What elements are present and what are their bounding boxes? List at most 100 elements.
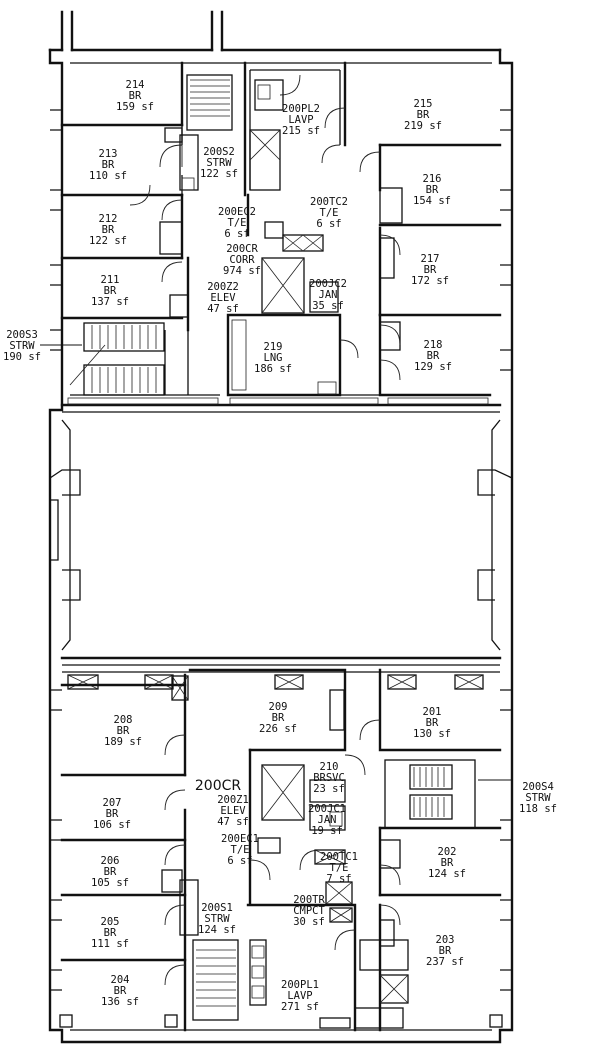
- room-label-line: 23 sf: [313, 783, 345, 795]
- room-label-line: BR: [106, 808, 119, 820]
- room-label-line: 159 sf: [116, 101, 154, 113]
- room-label-line: BRSVC: [313, 772, 345, 784]
- room-label-line: 110 sf: [89, 170, 127, 182]
- room-label-line: 974 sf: [223, 265, 261, 277]
- room-label-line: 201: [423, 706, 442, 718]
- room-label-line: 47 sf: [217, 816, 249, 828]
- room-label-line: 200EC1: [221, 833, 259, 845]
- room-label-line: BR: [104, 285, 117, 297]
- room-label-line: BR: [441, 857, 454, 869]
- door-swings: [129, 74, 401, 986]
- leader-lines: [40, 344, 512, 781]
- room-label-line: 7 sf: [326, 873, 351, 885]
- room-label-line: 47 sf: [207, 303, 239, 315]
- room-label-line: 218: [424, 339, 443, 351]
- room-label-line: 189 sf: [104, 736, 142, 748]
- room-label-line: 122 sf: [89, 235, 127, 247]
- room-label-line: ELEV: [210, 292, 236, 304]
- room-label-line: 200JC1: [308, 803, 346, 815]
- room-label-line: 219 sf: [404, 120, 442, 132]
- room-label-line: 215 sf: [282, 125, 320, 137]
- room-label-line: ELEV: [220, 805, 246, 817]
- room-label-line: LNG: [264, 352, 283, 364]
- room-label-line: 30 sf: [293, 916, 325, 928]
- room-label-line: BR: [104, 927, 117, 939]
- upper-wing-walls: [60, 61, 502, 405]
- room-label-line: 200TC2: [310, 196, 348, 208]
- room-label-line: BR: [424, 264, 437, 276]
- corridor-label: 200CR: [195, 778, 241, 794]
- room-label-line: 106 sf: [93, 819, 131, 831]
- room-label-line: 118 sf: [519, 803, 557, 815]
- room-label-line: 237 sf: [426, 956, 464, 968]
- room-label-line: T/E: [231, 844, 250, 856]
- room-label-line: BR: [427, 350, 440, 362]
- room-label-line: 207: [103, 797, 122, 809]
- room-label-line: 208: [114, 714, 133, 726]
- room-label-line: T/E: [330, 862, 349, 874]
- room-label-line: 214: [126, 79, 145, 91]
- room-label-line: 35 sf: [312, 300, 344, 312]
- room-label-line: BR: [426, 184, 439, 196]
- room-label-line: 124 sf: [198, 924, 236, 936]
- room-label-line: 202: [438, 846, 457, 858]
- room-label-line: 200Z2: [207, 281, 239, 293]
- room-label-line: BR: [117, 725, 130, 737]
- room-label-line: STRW: [204, 913, 230, 925]
- room-label-line: 200TR: [293, 894, 325, 906]
- room-label-line: 206: [101, 855, 120, 867]
- room-label-line: 200CR: [226, 243, 258, 255]
- room-label-line: BR: [272, 712, 285, 724]
- room-label-line: 212: [99, 213, 118, 225]
- room-label-line: 200Z1: [217, 794, 249, 806]
- room-label-line: 204: [111, 974, 130, 986]
- room-label-line: STRW: [525, 792, 551, 804]
- room-label-line: JAN: [318, 814, 337, 826]
- room-label-line: 137 sf: [91, 296, 129, 308]
- room-label-line: 271 sf: [281, 1001, 319, 1013]
- room-label-line: 217: [421, 253, 440, 265]
- room-label-line: 215: [414, 98, 433, 110]
- room-label-line: 130 sf: [413, 728, 451, 740]
- room-label-line: BR: [104, 866, 117, 878]
- room-label-line: BR: [102, 224, 115, 236]
- room-label-line: 219: [264, 341, 283, 353]
- room-label-line: 200S2: [203, 146, 235, 158]
- room-label-line: 6 sf: [224, 228, 249, 240]
- building-shell: [48, 10, 514, 1044]
- room-label-line: 172 sf: [411, 275, 449, 287]
- room-label-line: BR: [439, 945, 452, 957]
- room-label-line: BR: [129, 90, 142, 102]
- room-label-line: 200S3: [6, 329, 38, 341]
- room-label-line: BR: [102, 159, 115, 171]
- room-label-line: CORR: [229, 254, 255, 266]
